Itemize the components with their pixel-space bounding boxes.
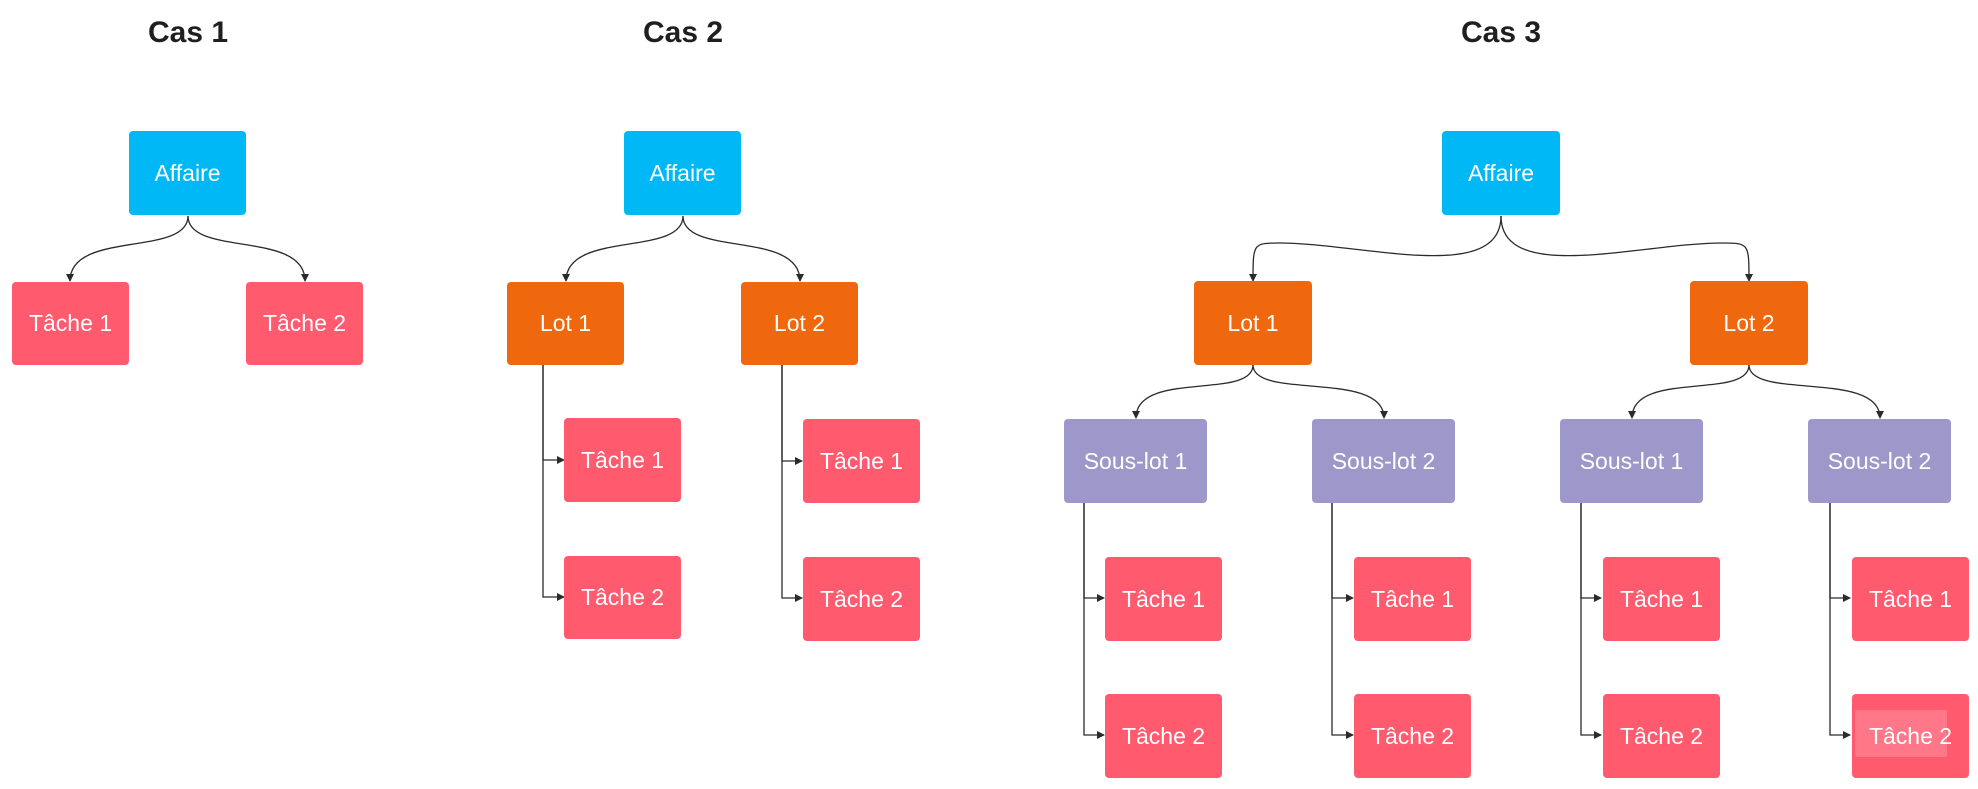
cas3-lot1-souslot1-tache2-node[interactable]: Tâche 2: [1105, 694, 1222, 778]
cas3-lot2-souslot2-tache1-node[interactable]: Tâche 1: [1852, 557, 1969, 641]
cas1-tache2-node[interactable]: Tâche 2: [246, 282, 363, 365]
cas2-affaire-node[interactable]: Affaire: [624, 131, 741, 215]
connector-cas3-lot1-souslot2: [1252, 364, 1388, 419]
connector-cas3-lot1-souslot1-tache1: [1083, 503, 1105, 602]
connector-cas1-affaire-tache1: [66, 215, 189, 282]
selection-highlight: [1855, 710, 1947, 757]
connector-cas3-lot2-souslot2: [1748, 364, 1884, 419]
cas3-lot2-souslot1-tache1-node[interactable]: Tâche 1: [1603, 557, 1720, 641]
connector-cas3-lot2-souslot1: [1628, 364, 1750, 419]
cas2-lot1-tache1-node[interactable]: Tâche 1: [564, 418, 681, 502]
title-cas3: Cas 3: [1460, 16, 1542, 49]
connector-cas2-affaire-lot2: [682, 215, 804, 282]
cas3-affaire-node[interactable]: Affaire: [1442, 131, 1560, 215]
cas3-lot1-souslot1-node[interactable]: Sous-lot 1: [1064, 419, 1207, 503]
connector-cas3-affaire-lot1: [1249, 215, 1502, 282]
cas3-lot2-souslot1-tache2-node[interactable]: Tâche 2: [1603, 694, 1720, 778]
cas3-lot2-souslot2-tache2-node[interactable]: Tâche 2: [1852, 694, 1969, 778]
connector-cas3-lot2-souslot1-tache1: [1580, 503, 1602, 602]
connector-cas3-lot1-souslot1: [1132, 364, 1254, 419]
cas3-lot1-souslot2-node[interactable]: Sous-lot 2: [1312, 419, 1455, 503]
cas2-lot1-node[interactable]: Lot 1: [507, 282, 624, 365]
connector-cas2-lot2-tache2: [781, 365, 803, 602]
cas1-tache1-node[interactable]: Tâche 1: [12, 282, 129, 365]
connector-cas2-lot2-tache1: [781, 365, 803, 465]
cas2-lot2-node[interactable]: Lot 2: [741, 282, 858, 365]
cas2-lot2-tache1-node[interactable]: Tâche 1: [803, 419, 920, 503]
title-cas2: Cas 2: [642, 16, 724, 49]
connector-cas2-lot1-tache1: [542, 365, 565, 464]
connector-cas3-lot1-souslot2-tache2: [1331, 503, 1354, 739]
cas3-lot2-node[interactable]: Lot 2: [1690, 281, 1808, 365]
connector-cas3-lot1-souslot1-tache2: [1083, 503, 1105, 739]
cas3-lot1-souslot2-tache2-node[interactable]: Tâche 2: [1354, 694, 1471, 778]
connector-cas3-lot1-souslot2-tache1: [1331, 503, 1354, 602]
cas3-lot2-souslot1-node[interactable]: Sous-lot 1: [1560, 419, 1703, 503]
cas3-lot1-souslot1-tache1-node[interactable]: Tâche 1: [1105, 557, 1222, 641]
connector-cas2-lot1-tache2: [542, 365, 565, 601]
title-cas1: Cas 1: [147, 16, 229, 49]
cas2-lot1-tache2-node[interactable]: Tâche 2: [564, 556, 681, 639]
connector-cas1-affaire-tache2: [187, 215, 309, 282]
connector-cas3-lot2-souslot1-tache2: [1580, 503, 1602, 739]
connector-cas3-affaire-lot2: [1500, 215, 1753, 282]
connector-cas3-lot2-souslot2-tache2: [1829, 503, 1851, 739]
connector-cas3-lot2-souslot2-tache1: [1829, 503, 1851, 602]
connector-cas2-affaire-lot1: [562, 215, 684, 282]
cas3-lot2-souslot2-node[interactable]: Sous-lot 2: [1808, 419, 1951, 503]
cas2-lot2-tache2-node[interactable]: Tâche 2: [803, 557, 920, 641]
cas3-lot1-node[interactable]: Lot 1: [1194, 281, 1312, 365]
cas3-lot1-souslot2-tache1-node[interactable]: Tâche 1: [1354, 557, 1471, 641]
cas1-affaire-node[interactable]: Affaire: [129, 131, 246, 215]
